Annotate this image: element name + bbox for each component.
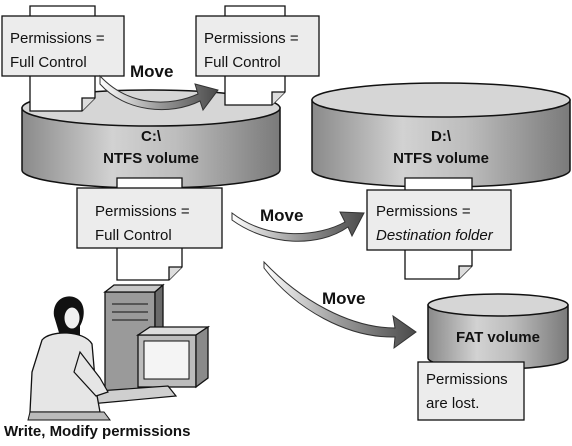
c-volume-letter: C:\ — [141, 128, 162, 145]
move-label-to-fat: Move — [322, 289, 365, 308]
move-label-to-d: Move — [260, 206, 303, 225]
note-c-folder: Permissions = Full Control — [76, 187, 223, 249]
note-top-left-line2: Full Control — [10, 54, 87, 71]
note-top-right: Permissions = Full Control — [195, 15, 320, 77]
note-fat: Permissions are lost. — [417, 361, 525, 421]
move-label-top: Move — [130, 62, 173, 81]
d-volume-type: NTFS volume — [393, 150, 489, 167]
note-fat-line2: are lost. — [426, 395, 479, 412]
note-d-folder-line1: Permissions = — [376, 203, 471, 220]
c-volume-type: NTFS volume — [103, 150, 199, 167]
note-top-right-line1: Permissions = — [204, 30, 299, 47]
note-top-left-line1: Permissions = — [10, 30, 105, 47]
d-volume-letter: D:\ — [431, 128, 452, 145]
note-c-folder-line2: Full Control — [95, 227, 172, 244]
note-d-folder: Permissions = Destination folder — [366, 189, 512, 251]
move-arrow-top: Move — [99, 62, 219, 112]
fat-volume: FAT volume — [427, 293, 569, 370]
note-d-folder-line2: Destination folder — [376, 227, 494, 244]
note-fat-line1: Permissions — [426, 371, 508, 388]
user-caption: Write, Modify permissions — [4, 423, 190, 440]
note-c-folder-line1: Permissions = — [95, 203, 190, 220]
move-arrow-to-d: Move — [231, 206, 365, 242]
move-arrow-to-fat: Move — [263, 260, 417, 350]
computer-icon — [83, 283, 211, 405]
fat-volume-type: FAT volume — [456, 329, 540, 346]
d-volume: D:\ NTFS volume — [311, 82, 571, 188]
user-person-icon — [27, 296, 111, 421]
note-top-left: Permissions = Full Control — [1, 15, 125, 77]
note-top-right-line2: Full Control — [204, 54, 281, 71]
